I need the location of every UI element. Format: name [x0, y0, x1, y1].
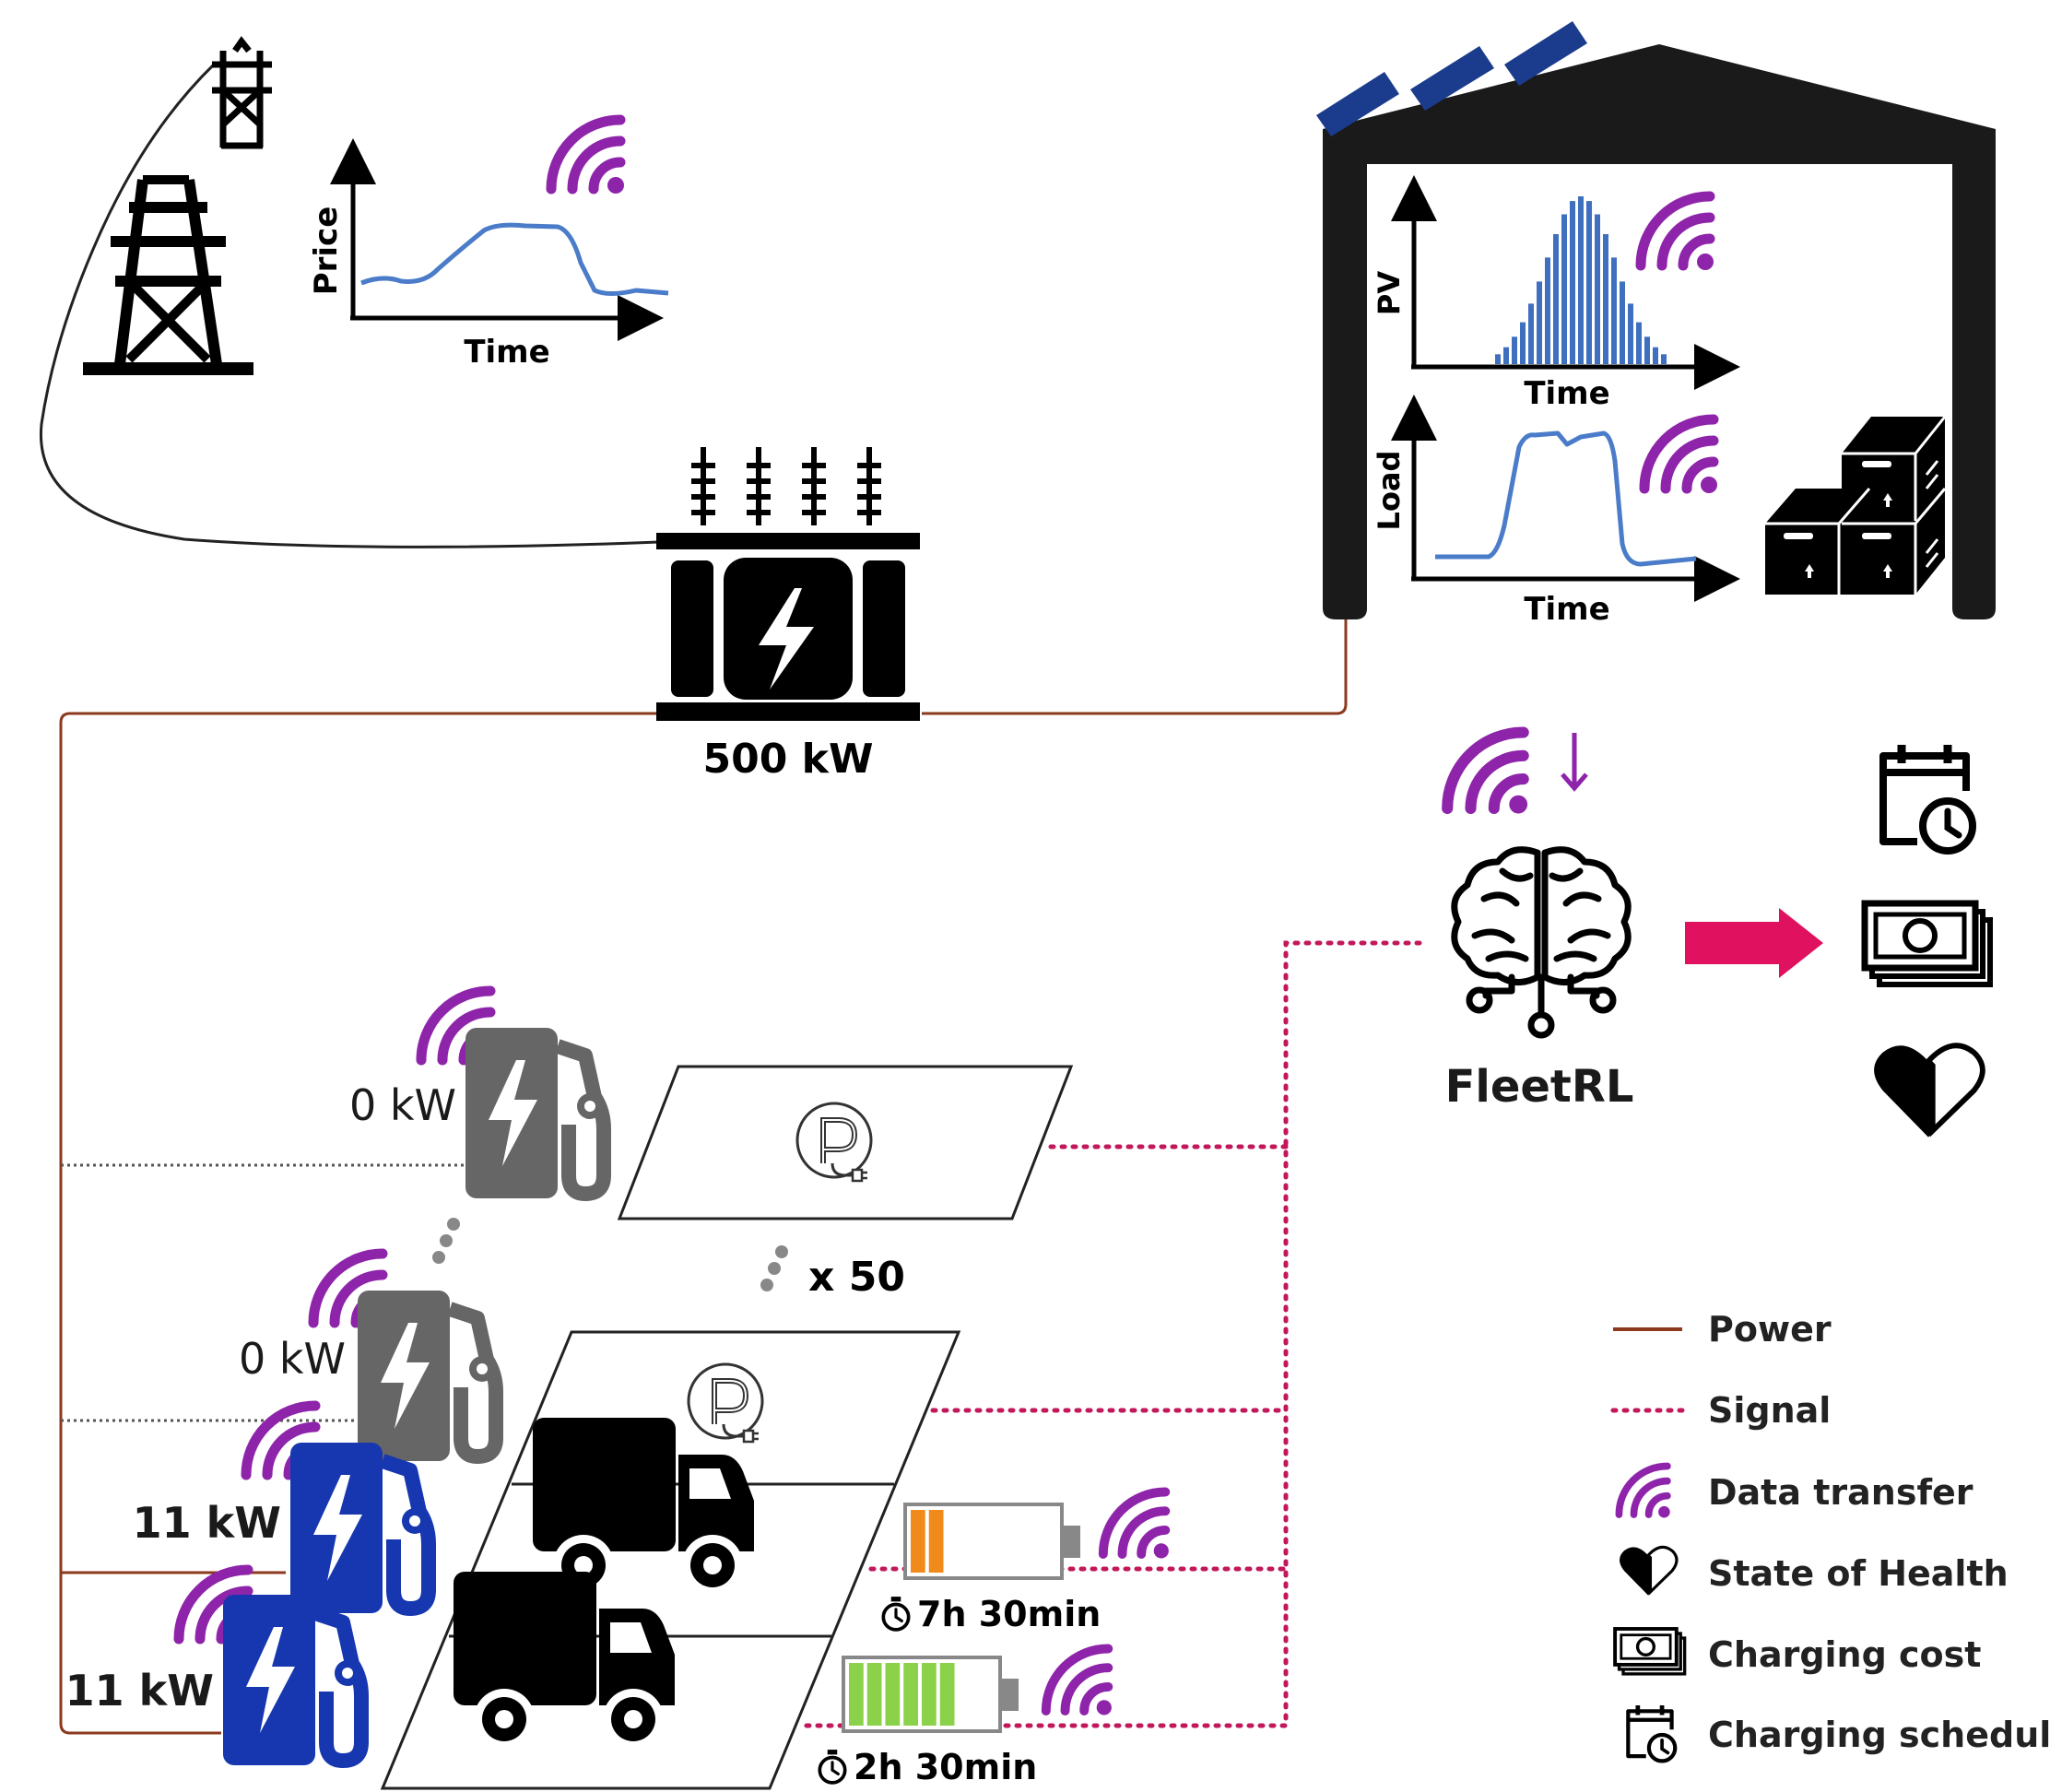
calendar-clock-icon	[1883, 745, 1973, 851]
pv-bar	[1570, 201, 1575, 364]
pv-bar	[1586, 201, 1592, 364]
load-chart: Load Time	[1372, 395, 1740, 628]
multiplier-label: x 50	[808, 1254, 905, 1301]
charger-power-label: 0 kW	[239, 1334, 346, 1384]
output-arrow	[1685, 908, 1823, 978]
battery-cell	[866, 1663, 882, 1726]
heart-icon	[1618, 1545, 1679, 1597]
pv-xlabel: Time	[1524, 375, 1609, 412]
pv-bar	[1503, 347, 1509, 364]
pv-bar	[1520, 322, 1526, 364]
pv-bar	[1653, 347, 1658, 364]
pylon-large-icon	[83, 175, 253, 375]
price-curve	[360, 222, 669, 296]
pv-chart: PV Time	[1372, 175, 1740, 412]
battery-cell	[922, 1663, 937, 1726]
power-line-warehouse	[922, 618, 1348, 715]
pv-bar	[1528, 303, 1534, 364]
battery-cell	[885, 1663, 901, 1726]
charger-gray-icon	[465, 1028, 604, 1198]
grid-cable	[39, 63, 660, 548]
pv-bar	[1537, 281, 1542, 364]
pv-bar	[1553, 233, 1559, 364]
wifi-icon	[1644, 419, 1717, 493]
transformer-label: 500 kW	[703, 736, 874, 783]
pv-bars	[1495, 196, 1667, 364]
wifi-icon	[1447, 733, 1527, 814]
parking-spot-top	[617, 1065, 1074, 1220]
wifi-icon	[1641, 196, 1714, 270]
battery-cell	[849, 1663, 864, 1726]
boxes-icon	[1765, 416, 1947, 595]
time-left-label: 7h 30min	[917, 1594, 1101, 1634]
warehouse-building	[1323, 44, 1996, 619]
charger-blue-icon	[290, 1443, 429, 1613]
wifi-icon	[1103, 1492, 1169, 1559]
pv-bar	[1545, 257, 1550, 364]
power-line-bus	[59, 712, 659, 1735]
price-ylabel: Price	[308, 206, 345, 296]
pv-bar	[1628, 303, 1633, 364]
pv-bar	[1611, 257, 1617, 364]
pv-bar	[1644, 336, 1650, 364]
wifi-icon	[1619, 1467, 1669, 1518]
legend-label: Data transfer	[1708, 1472, 1973, 1513]
money-icon	[1865, 903, 1990, 984]
legend: Power Signal Data transfer State of Heal…	[1610, 1309, 2050, 1761]
charger-power-label: 11 kW	[133, 1498, 281, 1548]
battery-indicator	[842, 1656, 1019, 1733]
pylon-small-icon	[212, 36, 272, 149]
download-arrow-icon	[1561, 733, 1588, 792]
money-icon	[1613, 1627, 1687, 1676]
stopwatch-icon	[818, 1748, 847, 1785]
charger-gray-icon	[358, 1291, 496, 1461]
agent-label: FleetRL	[1445, 1061, 1634, 1113]
stopwatch-icon	[881, 1595, 911, 1632]
solar-panels	[1316, 21, 1587, 136]
legend-label: Power	[1708, 1309, 1832, 1350]
legend-label: Signal	[1708, 1390, 1831, 1431]
load-xlabel: Time	[1524, 591, 1609, 628]
battery-cell	[928, 1510, 944, 1573]
battery-cell	[911, 1510, 925, 1573]
heart-icon	[1874, 1045, 1983, 1137]
pv-bar	[1661, 354, 1667, 364]
load-ylabel: Load	[1372, 451, 1407, 531]
load-curve	[1435, 430, 1697, 567]
legend-label: Charging cost	[1708, 1634, 1981, 1675]
pv-ylabel: PV	[1372, 271, 1407, 315]
battery-level-fill	[911, 1510, 944, 1573]
more-dots	[432, 1218, 788, 1291]
price-xlabel: Time	[464, 334, 549, 371]
pv-bar	[1578, 196, 1584, 364]
legend-label: State of Health	[1708, 1553, 2009, 1594]
pv-bar	[1495, 354, 1501, 364]
pv-bar	[1620, 281, 1625, 364]
battery-level-fill	[849, 1663, 955, 1726]
price-chart: Price Time	[308, 138, 669, 371]
pv-bar	[1561, 214, 1567, 364]
calendar-clock-icon	[1628, 1705, 1675, 1761]
wifi-icon	[551, 120, 624, 194]
time-left-label: 2h 30min	[854, 1747, 1037, 1787]
charger-power-label: 11 kW	[65, 1666, 214, 1715]
wifi-icon	[1046, 1649, 1112, 1715]
battery-indicator	[903, 1503, 1080, 1580]
battery-cell	[939, 1663, 955, 1726]
charger-blue-icon	[223, 1595, 361, 1765]
legend-label: Charging schedule	[1708, 1715, 2050, 1755]
idle-feeders	[61, 1163, 465, 1422]
battery-cell	[903, 1663, 918, 1726]
brain-icon	[1451, 846, 1632, 1039]
pv-bar	[1636, 322, 1642, 364]
pv-bar	[1595, 214, 1600, 364]
charger-power-label: 0 kW	[349, 1080, 456, 1130]
pv-bar	[1512, 336, 1517, 364]
pv-bar	[1603, 233, 1608, 364]
transformer-icon	[656, 447, 920, 721]
